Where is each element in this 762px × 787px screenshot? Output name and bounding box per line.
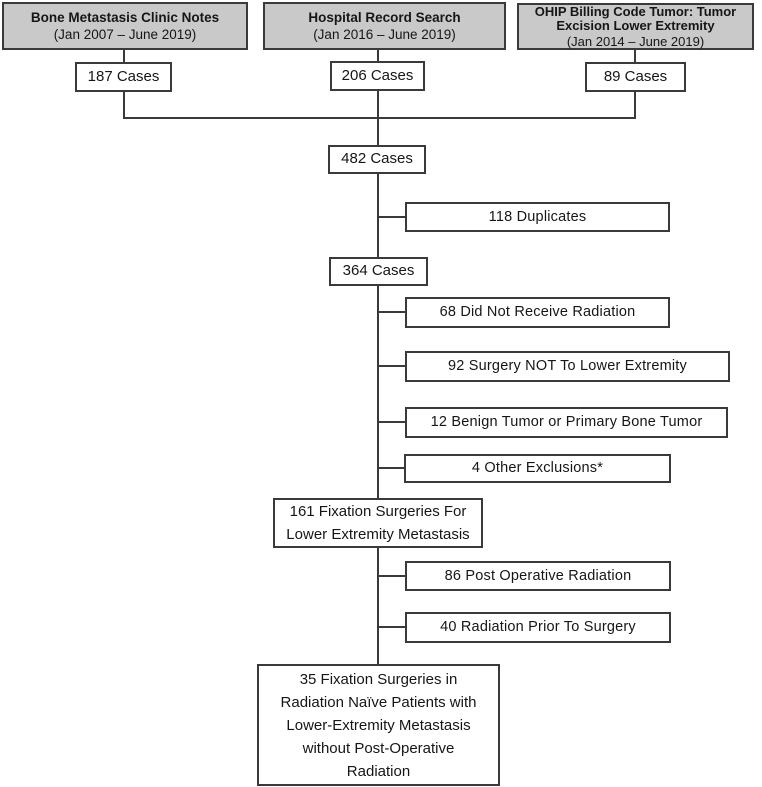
connector-line: [377, 50, 379, 61]
connector-branch: [378, 626, 405, 628]
fixation-surgeries-label: 161 Fixation Surgeries For Lower Extremi…: [286, 503, 470, 543]
source-title: Hospital Record Search: [308, 9, 461, 25]
pooled-cases-label: 482 Cases: [341, 150, 413, 168]
source-period: (Jan 2014 – June 2019): [566, 33, 705, 49]
source-period: (Jan 2007 – June 2019): [53, 26, 197, 42]
source-title: OHIP Billing Code Tumor: Tumor Excision …: [534, 3, 737, 33]
connector-spine: [377, 548, 379, 664]
source-box-bone-metastasis-clinic: Bone Metastasis Clinic Notes (Jan 2007 –…: [2, 2, 248, 50]
case-count-box-187: 187 Cases: [75, 62, 172, 92]
connector-spine: [377, 286, 379, 498]
final-cohort-box: 35 Fixation Surgeries in Radiation Naïve…: [257, 664, 500, 786]
pooled-cases-box: 482 Cases: [328, 145, 426, 174]
exclusion-label: 86 Post Operative Radiation: [444, 567, 632, 584]
case-count-box-206: 206 Cases: [330, 61, 425, 91]
exclusion-label: 68 Did Not Receive Radiation: [439, 304, 636, 321]
connector-branch: [378, 575, 405, 577]
exclusion-box-post-operative-radiation: 86 Post Operative Radiation: [405, 561, 671, 591]
source-box-hospital-record-search: Hospital Record Search (Jan 2016 – June …: [263, 2, 506, 50]
connector-branch: [378, 311, 405, 313]
case-count-label: 187 Cases: [87, 67, 160, 85]
source-box-ohip-billing-code: OHIP Billing Code Tumor: Tumor Excision …: [517, 3, 754, 50]
exclusion-label: 92 Surgery NOT To Lower Extremity: [448, 358, 687, 375]
connector-line: [634, 50, 636, 62]
deduplicated-cases-box: 364 Cases: [329, 257, 428, 286]
connector-spine: [377, 174, 379, 257]
source-period: (Jan 2016 – June 2019): [313, 26, 456, 42]
exclusion-label: 4 Other Exclusions*: [471, 460, 604, 477]
exclusion-label: 12 Benign Tumor or Primary Bone Tumor: [430, 414, 703, 431]
exclusion-box-no-radiation: 68 Did Not Receive Radiation: [405, 297, 670, 328]
connector-line: [123, 91, 125, 119]
connector-line: [634, 92, 636, 119]
case-count-label: 206 Cases: [341, 66, 414, 84]
connector-branch: [378, 421, 405, 423]
connector-merge-line: [123, 117, 636, 119]
exclusion-box-benign-or-primary-tumor: 12 Benign Tumor or Primary Bone Tumor: [405, 407, 728, 438]
fixation-surgeries-box: 161 Fixation Surgeries For Lower Extremi…: [273, 498, 483, 548]
exclusion-box-other-exclusions: 4 Other Exclusions*: [404, 454, 671, 483]
connector-line: [123, 50, 125, 62]
exclusion-box-surgery-not-lower-extremity: 92 Surgery NOT To Lower Extremity: [405, 351, 730, 382]
exclusion-box-radiation-prior-to-surgery: 40 Radiation Prior To Surgery: [405, 612, 671, 643]
case-count-box-89: 89 Cases: [585, 62, 686, 92]
exclusion-box-duplicates: 118 Duplicates: [405, 202, 670, 232]
connector-branch: [378, 467, 404, 469]
final-cohort-label: 35 Fixation Surgeries in Radiation Naïve…: [280, 670, 477, 780]
exclusion-label: 118 Duplicates: [488, 208, 587, 225]
connector-branch: [378, 365, 405, 367]
deduplicated-cases-label: 364 Cases: [342, 262, 415, 280]
case-count-label: 89 Cases: [603, 67, 668, 85]
source-title: Bone Metastasis Clinic Notes: [30, 9, 220, 25]
exclusion-label: 40 Radiation Prior To Surgery: [440, 619, 636, 636]
connector-branch: [378, 216, 405, 218]
